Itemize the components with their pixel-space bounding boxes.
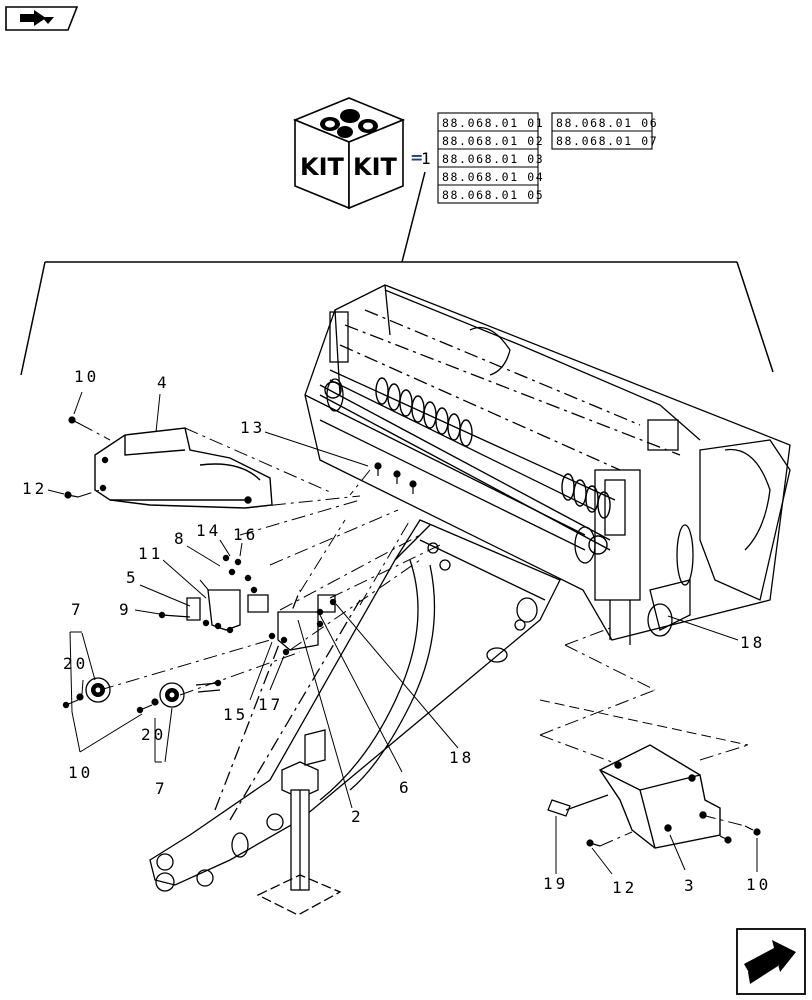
leader-lines xyxy=(47,391,758,875)
transport-arm xyxy=(149,519,561,892)
callout-2: 2 xyxy=(351,807,364,826)
pulley-left xyxy=(85,677,111,703)
kit-label-left: KIT xyxy=(300,153,345,181)
callout-9: 9 xyxy=(119,600,132,619)
reference-table-2 xyxy=(551,112,653,150)
kit-bracket xyxy=(20,171,774,376)
jack-stand xyxy=(256,729,342,916)
pickup-auger xyxy=(319,377,611,555)
callout-3: 3 xyxy=(684,876,697,895)
fastener-hardware xyxy=(62,416,761,847)
callout-19: 19 xyxy=(543,874,568,893)
reference-link[interactable]: 88.068.01 05 xyxy=(442,188,544,202)
callout-7: 7 xyxy=(71,600,84,619)
callout-10: 10 xyxy=(74,367,99,386)
reference-link[interactable]: 88.068.01 07 xyxy=(556,134,658,148)
callout-16: 16 xyxy=(233,525,258,544)
callout-18: 18 xyxy=(449,748,474,767)
callout-17: 17 xyxy=(258,695,283,714)
reference-table-1 xyxy=(437,112,539,204)
kit-label-right: KIT xyxy=(353,153,398,181)
callout-10: 10 xyxy=(68,763,93,782)
callout-11: 11 xyxy=(138,544,163,563)
assembly-lines xyxy=(77,423,749,847)
callout-20: 20 xyxy=(141,725,166,744)
callout-6: 6 xyxy=(399,778,412,797)
callout-10: 10 xyxy=(746,875,771,894)
callout-8: 8 xyxy=(174,529,187,548)
page-back-arrow-icon[interactable] xyxy=(5,6,79,31)
reference-link[interactable]: 88.068.01 04 xyxy=(442,170,544,184)
callout-13: 13 xyxy=(240,418,265,437)
reference-link[interactable]: 88.068.01 01 xyxy=(442,116,544,130)
callout-20: 20 xyxy=(63,654,88,673)
callout-14: 14 xyxy=(196,521,221,540)
callout-18: 18 xyxy=(740,633,765,652)
kit-box-icon: KIT KIT xyxy=(292,97,406,210)
callout-12: 12 xyxy=(612,878,637,897)
callout-1: 1 xyxy=(421,149,434,168)
mounting-brackets xyxy=(186,589,336,651)
pulley-right xyxy=(159,682,185,708)
reference-link[interactable]: 88.068.01 06 xyxy=(556,116,658,130)
shield-part-4 xyxy=(94,427,273,509)
callout-5: 5 xyxy=(126,568,139,587)
callout-12: 12 xyxy=(22,479,47,498)
reference-link[interactable]: 88.068.01 03 xyxy=(442,152,544,166)
next-page-arrow-icon[interactable] xyxy=(736,928,806,995)
kit-equals-sign: = xyxy=(410,148,423,167)
shield-part-3 xyxy=(598,744,721,849)
callout-15: 15 xyxy=(223,705,248,724)
reference-link[interactable]: 88.068.01 02 xyxy=(442,134,544,148)
callout-4: 4 xyxy=(157,373,170,392)
callout-7: 7 xyxy=(155,779,168,798)
